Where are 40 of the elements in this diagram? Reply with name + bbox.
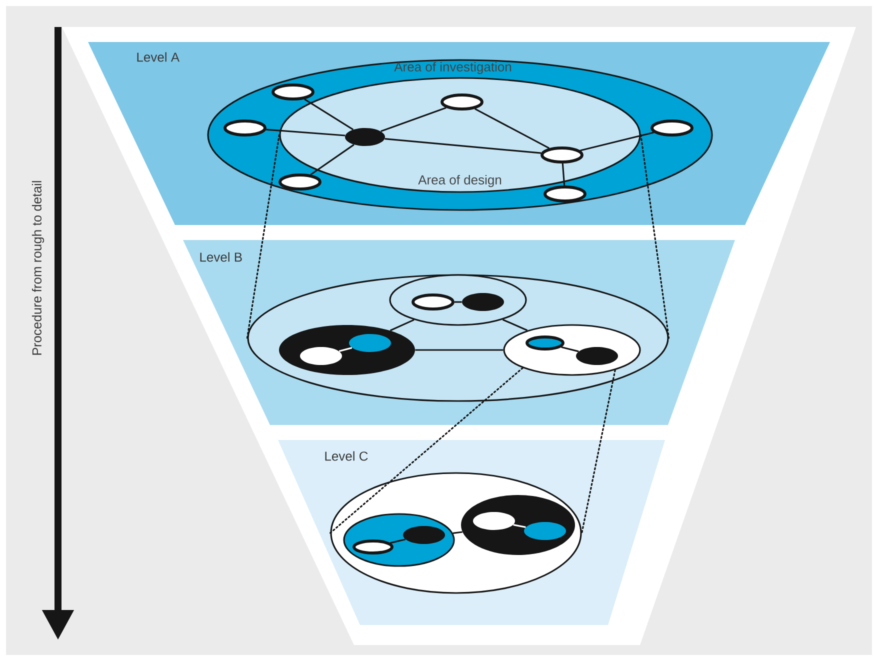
connector-line — [415, 349, 504, 351]
node-ellipse — [440, 94, 484, 110]
connector-line — [380, 106, 446, 132]
connector-line — [390, 538, 406, 544]
node-ellipse — [224, 120, 266, 136]
connector-line — [474, 108, 550, 149]
node-ellipse — [278, 174, 322, 190]
arrow-label: Procedure from rough to detail — [32, 181, 44, 355]
connector-line — [454, 301, 462, 303]
node-ellipse — [345, 128, 385, 146]
projection-line — [581, 369, 616, 534]
node-ellipse — [473, 512, 515, 530]
connector-line — [384, 138, 542, 154]
node-ellipse — [352, 540, 394, 554]
node-ellipse — [403, 526, 445, 544]
connector-line — [266, 128, 346, 136]
projection-line — [329, 367, 524, 534]
projection-line — [640, 134, 670, 339]
node-ellipse — [540, 146, 584, 164]
connector-line — [561, 346, 579, 352]
node-ellipse — [526, 336, 564, 350]
connector-line — [452, 531, 462, 534]
connector-line — [390, 319, 414, 332]
node-ellipse — [300, 347, 342, 365]
connector-line — [310, 144, 354, 176]
connector-line — [304, 98, 354, 130]
node-ellipse — [524, 522, 566, 540]
connector-line — [562, 163, 566, 186]
node-ellipse — [412, 294, 454, 310]
node-ellipse — [462, 293, 504, 311]
node-ellipse — [576, 347, 618, 365]
projection-line — [246, 134, 280, 339]
connector-line — [502, 318, 528, 332]
node-ellipse — [349, 334, 391, 352]
node-ellipse — [650, 120, 694, 136]
connector-line — [513, 524, 526, 528]
node-ellipse — [272, 84, 314, 100]
connector-line — [580, 132, 654, 152]
node-ellipse — [544, 186, 586, 202]
connector-line — [338, 347, 352, 352]
